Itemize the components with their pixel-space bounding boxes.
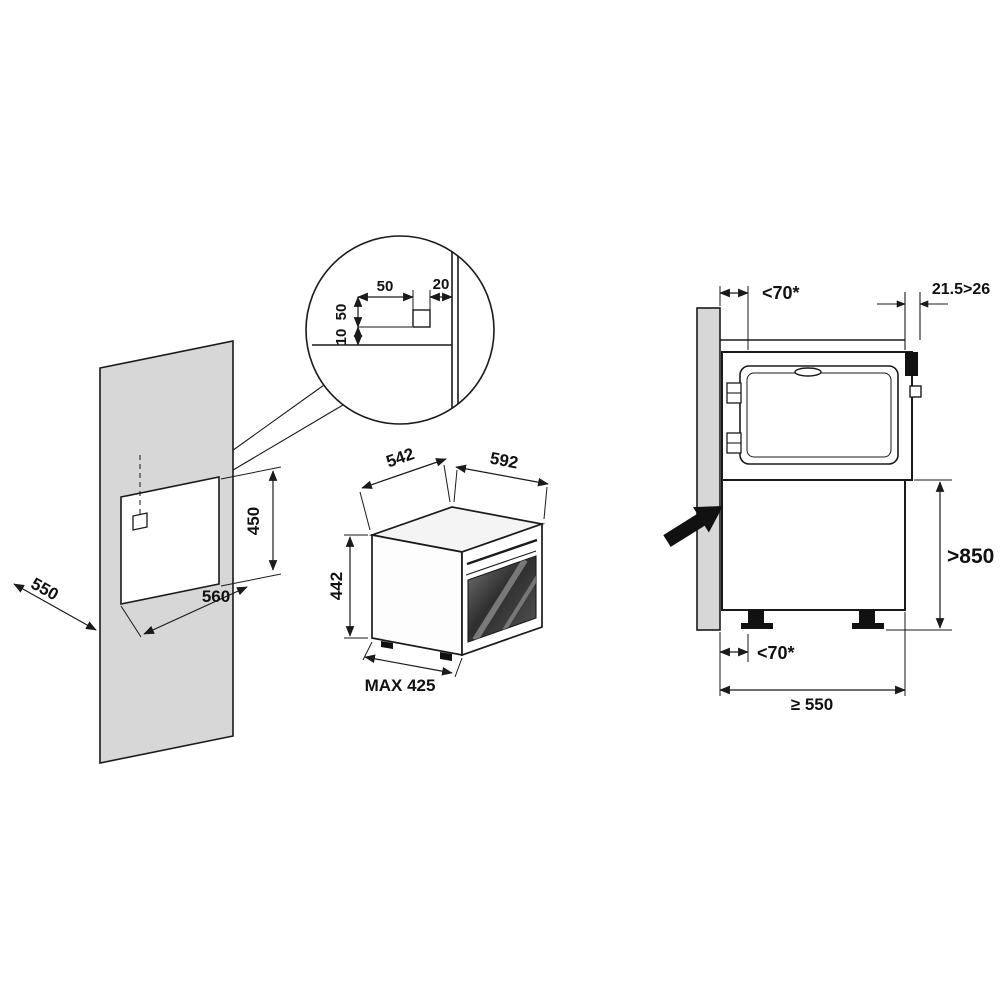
side-wall-panel: [696, 307, 721, 631]
dim-detail-side-offset: 10: [333, 326, 412, 346]
dim-detail-top-edge-label: 20: [433, 276, 450, 293]
dim-clearance-bottom: <70*: [719, 634, 795, 663]
dim-clearance-bottom-label: <70*: [757, 643, 795, 663]
dim-niche-width: 560: [120, 586, 248, 638]
detail-view: 50 20 50 10: [305, 235, 495, 425]
dim-detail-side-height: 50: [333, 296, 363, 328]
dim-detail-top-edge: 20: [429, 276, 453, 311]
dim-cabinet-depth-label: ≥ 550: [791, 695, 833, 714]
base-cabinet: [721, 479, 906, 611]
magnifier-circle: [305, 235, 495, 425]
door-handle-slot: [794, 367, 822, 377]
dim-niche-height: 450: [220, 466, 282, 587]
dim-niche-height-label: 450: [244, 507, 263, 535]
installation-side-view: <70* 21.5>26 >850 <70* ≥ 550: [663, 281, 994, 714]
oven-left-face: [371, 533, 463, 657]
niche-cutout: [120, 476, 220, 605]
oven-door-handle: [466, 538, 538, 566]
cabinet-foot-base: [741, 623, 773, 629]
niche-wall-view: 450 560 550: [13, 340, 344, 764]
dim-detail-top-width: 50: [357, 278, 414, 311]
cabinet-foot: [748, 610, 764, 623]
dim-worktop-height: >850: [886, 479, 994, 631]
vent-block: [905, 352, 918, 376]
dim-niche-depth-label: 550: [28, 574, 62, 604]
dim-oven-max-depth-label: MAX 425: [365, 676, 436, 695]
dim-oven-width-label: 592: [488, 449, 519, 473]
dim-panel-thickness-label: 21.5>26: [932, 281, 990, 298]
dim-oven-width: 592: [453, 449, 549, 520]
dim-cabinet-depth: ≥ 550: [719, 612, 906, 714]
oven-side-door: [739, 365, 899, 465]
oven-control-panel-seam: [465, 550, 537, 576]
dim-niche-width-label: 560: [202, 587, 230, 606]
socket-outlet: [132, 512, 148, 531]
dim-oven-max-depth: MAX 425: [362, 641, 463, 695]
dim-worktop-height-label: >850: [947, 545, 994, 568]
dim-clearance-top: <70*: [719, 283, 800, 350]
oven-foot: [381, 641, 393, 649]
control-knob: [909, 385, 922, 398]
dim-detail-side-offset-label: 10: [333, 329, 350, 346]
dim-oven-height-label: 442: [327, 572, 346, 600]
cabinet-foot: [859, 610, 875, 623]
dim-niche-depth: 550: [13, 574, 97, 631]
dim-clearance-top-label: <70*: [762, 283, 800, 303]
cabinet-foot-base: [852, 623, 884, 629]
dim-detail-side-height-label: 50: [333, 304, 350, 321]
insertion-arrow: [663, 506, 723, 547]
oven-isometric-view: 542 592 442 MAX 425: [327, 444, 549, 695]
oven-door-glass: [467, 555, 537, 643]
cabinet-feet: [741, 610, 884, 629]
dim-panel-thickness: 21.5>26: [877, 281, 990, 308]
mounting-tabs: [726, 382, 742, 454]
dim-oven-height: 442: [327, 534, 368, 639]
dim-oven-depth-label: 542: [384, 444, 417, 471]
dim-detail-top-width-label: 50: [377, 278, 394, 295]
detail-socket-square: [412, 309, 431, 328]
